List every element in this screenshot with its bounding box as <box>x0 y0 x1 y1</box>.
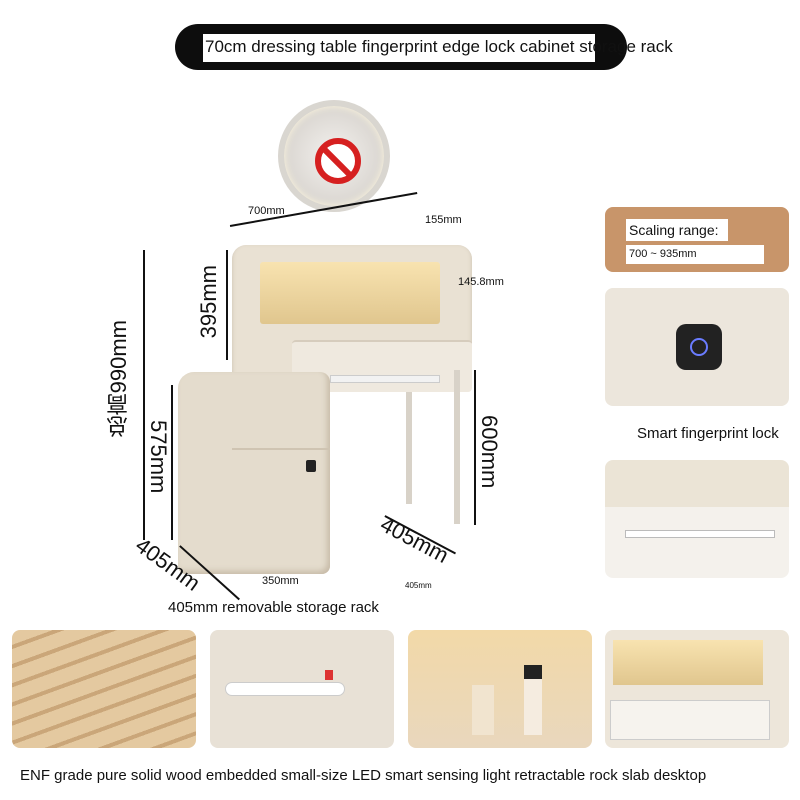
embedded-socket-photo <box>210 630 394 748</box>
title-highlight <box>203 34 595 62</box>
storage-rack <box>330 375 440 383</box>
mirror <box>278 100 390 212</box>
bottom-caption: ENF grade pure solid wood embedded small… <box>20 767 707 784</box>
dimension-line <box>171 385 173 540</box>
dimension-line <box>143 250 145 540</box>
upper-height-label: 395mm <box>196 265 221 339</box>
solid-wood-photo <box>12 630 196 748</box>
leg-height-label: 600mm <box>477 415 502 489</box>
side-depth-label: 145.8mm <box>458 276 504 288</box>
rack-bar <box>625 530 775 538</box>
lock-caption: Smart fingerprint lock <box>637 425 779 442</box>
rock-slab-desktop-photo <box>605 630 789 748</box>
scaling-label: Scaling range: <box>629 222 719 238</box>
table-leg <box>454 370 460 524</box>
cabinet-width-label: 350mm <box>262 575 299 587</box>
dimension-line <box>474 370 476 525</box>
rack-caption: 405mm removable storage rack <box>168 599 379 616</box>
table-depth-small-label: 405mm <box>405 581 432 590</box>
dimension-line <box>226 250 228 360</box>
cabinet-height-label: 575mm <box>146 420 171 494</box>
lit-shelf <box>260 262 440 324</box>
cabinet-door-line <box>232 448 330 450</box>
fingerprint-sensor-icon <box>676 324 722 370</box>
table-leg <box>406 392 412 504</box>
led-light-photo <box>408 630 592 748</box>
fingerprint-lock-small <box>306 460 316 472</box>
page-title: 70cm dressing table fingerprint edge loc… <box>205 37 673 56</box>
no-entry-icon <box>315 138 361 184</box>
table-depth-label: 405mm <box>376 511 453 569</box>
depth-label: 155mm <box>425 214 462 226</box>
storage-rack-photo <box>605 460 789 578</box>
drawer <box>292 340 472 392</box>
scaling-value: 700 ~ 935mm <box>629 248 697 260</box>
storage-cabinet <box>178 372 330 574</box>
width-label: 700mm <box>248 205 285 217</box>
total-height-label: 总高990mm <box>106 320 131 438</box>
